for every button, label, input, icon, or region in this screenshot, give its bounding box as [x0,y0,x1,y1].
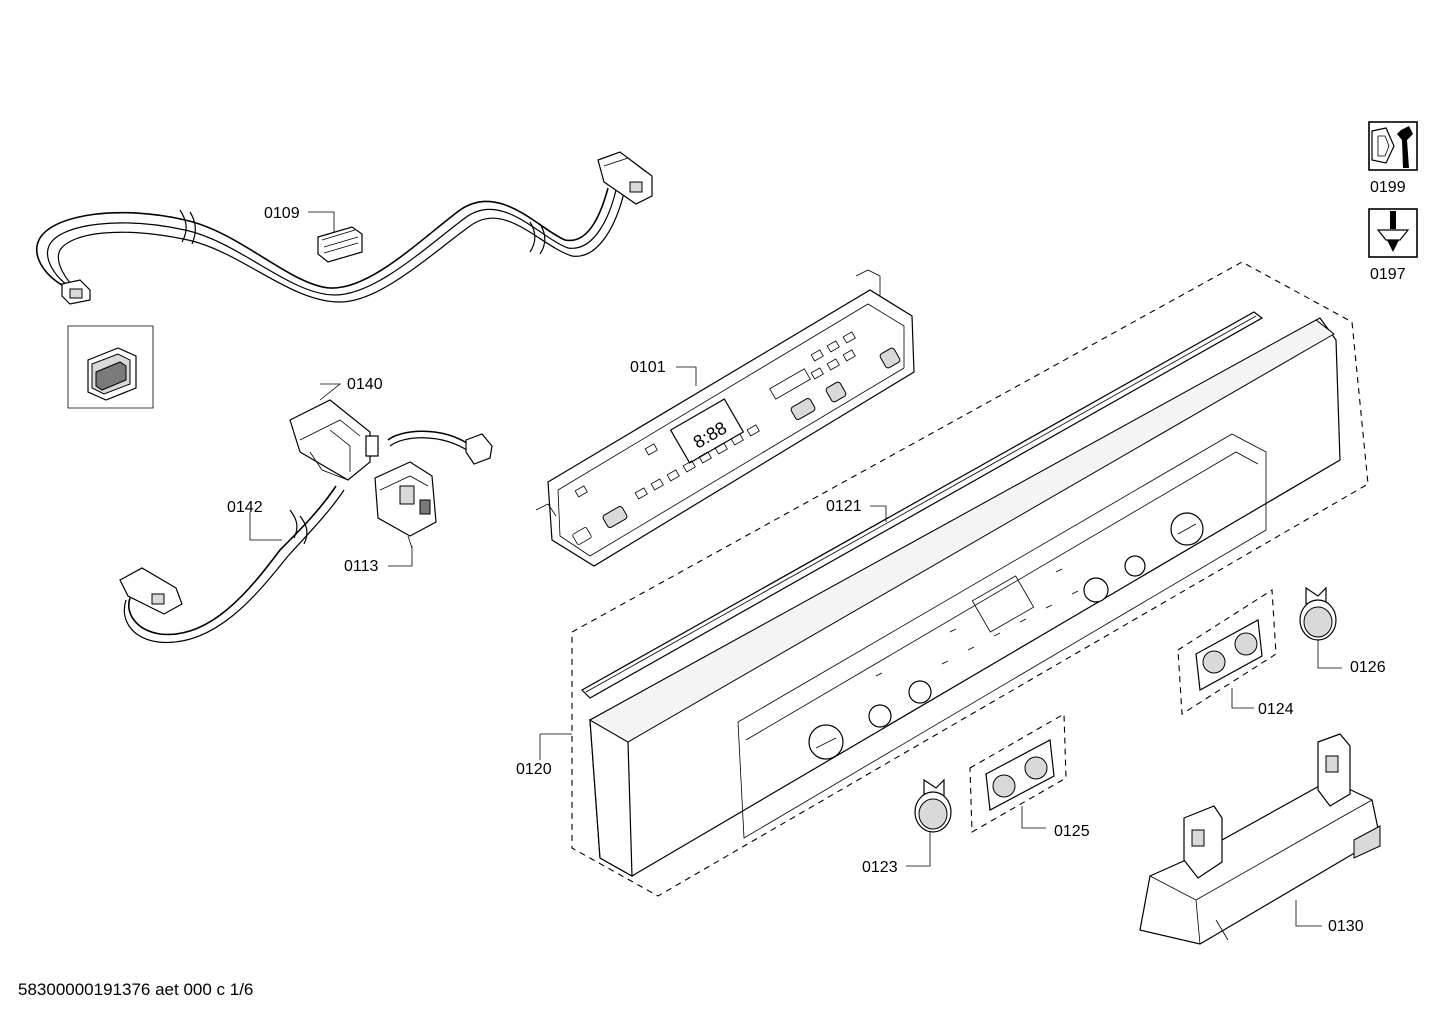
document-id: 58300000191376 aet 000 c 1/6 [18,980,254,999]
label-0130: 0130 [1328,918,1364,935]
button-set-0125 [969,713,1067,833]
label-0123: 0123 [862,859,898,876]
screwdriver-screw-icon [1368,208,1418,258]
label-0126: 0126 [1350,659,1386,676]
knob-0123 [914,778,952,833]
wiring-harness-0109 [35,151,653,305]
label-0124: 0124 [1258,701,1294,718]
control-board-0101: 8:88 [535,269,915,567]
tool-label-0197: 0197 [1370,266,1406,283]
label-0140: 0140 [347,376,383,393]
button-set-0124 [1177,589,1277,715]
tool-label-0199: 0199 [1370,179,1406,196]
label-0142: 0142 [227,499,263,516]
cable-0142 [119,485,345,644]
support-bracket-0130 [1139,733,1381,945]
label-0109: 0109 [264,205,300,222]
knob-0126 [1299,586,1337,641]
label-0121: 0121 [826,498,862,515]
label-0101: 0101 [630,359,666,376]
wrench-nut-icon [1368,121,1418,171]
sensor-module [67,325,154,409]
front-panel-0120 [588,317,1341,878]
label-0120: 0120 [516,761,552,778]
assembly-outline [571,261,1369,897]
switch-0113 [374,430,493,549]
seal-strip-0121 [581,311,1264,699]
bracket-0140 [289,399,379,481]
label-0113: 0113 [344,558,379,575]
label-0125: 0125 [1054,823,1090,840]
